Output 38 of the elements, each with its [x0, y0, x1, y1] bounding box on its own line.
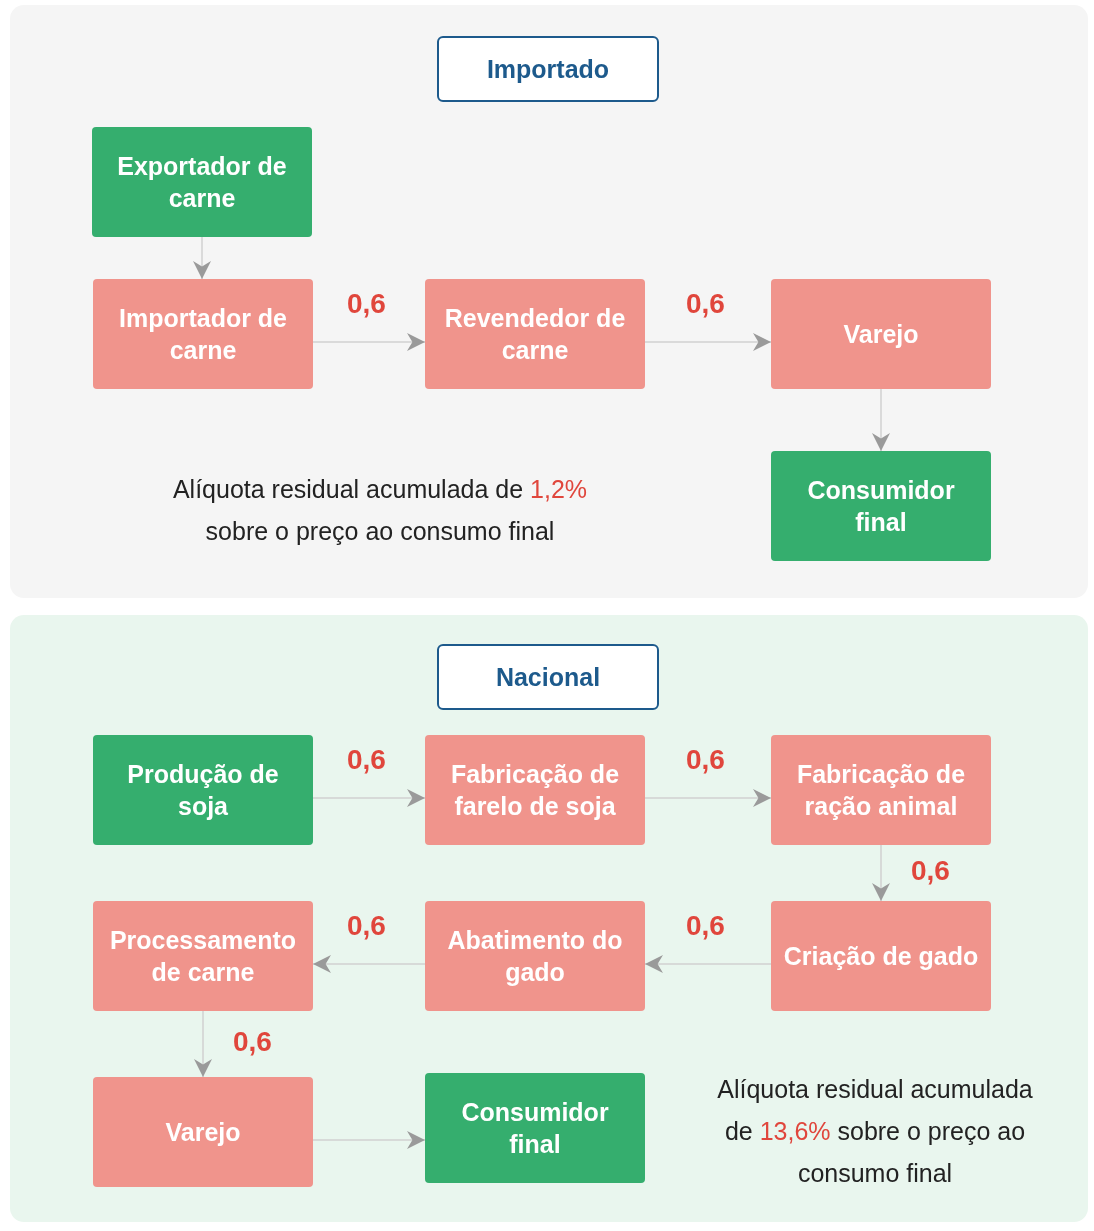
process-box: Exportador de carne: [92, 127, 312, 237]
edge-label: 0,6: [347, 910, 386, 942]
panel-background: [10, 615, 1088, 1222]
arrow: [312, 955, 426, 973]
edge-label: 0,6: [686, 744, 725, 776]
process-box: Produção de soja: [93, 735, 313, 845]
process-box: Varejo: [771, 279, 991, 389]
arrow: [872, 844, 890, 902]
arrow: [312, 789, 426, 807]
edge-label: 0,6: [686, 910, 725, 942]
process-box: Importador de carne: [93, 279, 313, 389]
process-box: Consumidor final: [771, 451, 991, 561]
process-box: Abatimento do gado: [425, 901, 645, 1011]
edge-label: 0,6: [347, 744, 386, 776]
note-text: Alíquota residual acumulada de 1,2% sobre o preço ao consumo final: [171, 474, 589, 547]
edge-label: 0,6: [233, 1026, 272, 1058]
edge-label: 0,6: [347, 288, 386, 320]
arrow: [193, 236, 211, 280]
process-box: Fabricação de farelo de soja: [425, 735, 645, 845]
arrow: [194, 1010, 212, 1078]
process-box: Revendedor de carne: [425, 279, 645, 389]
arrow: [312, 333, 426, 351]
process-box: Processamento de carne: [93, 901, 313, 1011]
process-box: Fabricação de ração animal: [771, 735, 991, 845]
arrow: [644, 955, 772, 973]
panel-background: [10, 5, 1088, 598]
process-box: Varejo: [93, 1077, 313, 1187]
arrow: [872, 388, 890, 452]
note-text: Alíquota residual acumulada de 13,6% sobre o preço ao consumo final: [716, 1074, 1034, 1189]
edge-label: 0,6: [686, 288, 725, 320]
section-header: Importado: [437, 36, 659, 102]
section-header: Nacional: [437, 644, 659, 710]
process-box: Consumidor final: [425, 1073, 645, 1183]
process-box: Criação de gado: [771, 901, 991, 1011]
edge-label: 0,6: [911, 855, 950, 887]
arrow: [644, 333, 772, 351]
arrow: [644, 789, 772, 807]
arrow: [312, 1131, 426, 1149]
